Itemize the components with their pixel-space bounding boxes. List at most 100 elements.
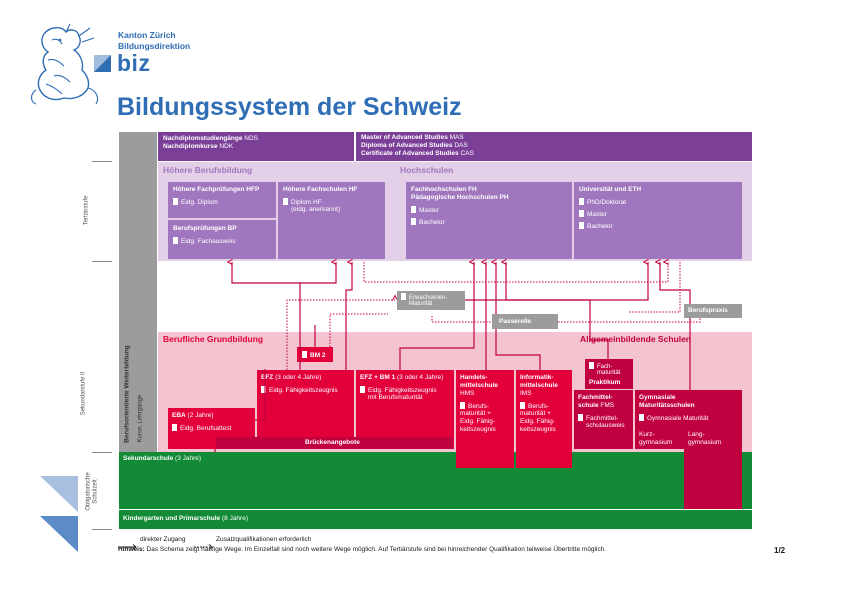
sek1-name: Sekundarschule xyxy=(123,455,174,462)
certificate-icon xyxy=(360,386,365,393)
hbb-section-title: Höhere Berufsbildung xyxy=(163,165,253,175)
legend-extra: Zusatzqualifikationen erforderlich xyxy=(216,536,312,543)
certificate-icon xyxy=(589,362,594,369)
uni-title: Universität und ETH xyxy=(579,186,642,193)
mas-abbr: MAS xyxy=(449,134,464,141)
das-row: Diploma of Advanced Studies DAS xyxy=(361,142,468,149)
gym-cert-text: Gymnasiale Maturität xyxy=(647,415,709,422)
line-efz-hf xyxy=(300,262,336,284)
arrow-right-icon xyxy=(118,544,137,550)
certificate-icon xyxy=(411,206,416,213)
lion-icon xyxy=(30,23,99,105)
hf-box xyxy=(278,182,385,259)
efz-cert: Eidg. Fähigkeitszeugnis xyxy=(261,386,338,394)
eba-title: EBA (2 Jahre) xyxy=(172,412,214,419)
fh-box xyxy=(406,182,572,259)
hfp-title: Höhere Fachprüfungen HFP xyxy=(173,186,260,193)
bg-section-title: Berufliche Grundbildung xyxy=(163,334,264,344)
certificate-icon xyxy=(411,218,416,225)
fh-cert2-text: Bachelor xyxy=(419,219,445,226)
efz-bm-name: EFZ + BM 1 xyxy=(360,374,396,381)
efz-cert-text: Eidg. Fähigkeitszeugnis xyxy=(269,387,338,394)
hf-title: Höhere Fachschulen HF xyxy=(283,186,358,193)
hms-title2: mittelschule xyxy=(460,382,498,389)
ims-abbr: IMS xyxy=(520,390,532,397)
cas-label: Certificate of Advanced Studies xyxy=(361,150,459,157)
ab-section-title: Allgemeinbildende Schulen xyxy=(580,334,691,344)
fms-cert1: Fachmittel- xyxy=(578,414,618,422)
sek1-bar xyxy=(119,452,752,509)
erw-line2: Maturität xyxy=(409,301,433,307)
hf-cert2: (eidg. anerkannt) xyxy=(291,206,341,213)
certificate-icon xyxy=(172,424,177,431)
ims-cert1-text: Berufs- xyxy=(528,403,549,410)
hms-abbr: HMS xyxy=(460,390,475,397)
bm2-text: BM 2 xyxy=(310,352,326,359)
hms-cert3: Eidg. Fähig- xyxy=(460,418,496,425)
eba-cert-text: Eidg. Berufsattest xyxy=(180,425,232,432)
primar-name: Kindergarten und Primarschule xyxy=(123,515,221,522)
line-efz-hbb xyxy=(232,262,301,370)
hf-cert: Diplom HF xyxy=(283,198,322,206)
axis-tick-1 xyxy=(92,261,112,262)
org-name-line1: Kanton Zürich xyxy=(118,30,176,40)
legend-solid-arrow xyxy=(118,537,138,550)
ims-cert1: Berufs- xyxy=(520,402,549,410)
efz-name: EFZ xyxy=(261,374,274,381)
footer-note: Hinweis: Das Schema zeigt häufige Wege. … xyxy=(118,546,606,553)
bruecke-box xyxy=(216,437,453,449)
fh-cert1-text: Master xyxy=(419,207,439,214)
hms-title1: Handels- xyxy=(460,374,488,381)
biz-logo-mark xyxy=(94,55,111,72)
hfp-cert: Eidg. Diplom xyxy=(173,198,218,206)
hf-cert-text: Diplom HF xyxy=(291,199,322,206)
uni-box xyxy=(574,182,742,259)
fms-box xyxy=(574,390,633,449)
gym-kurz1: Kurz- xyxy=(639,431,655,438)
fm-line1: Fach- xyxy=(589,362,612,371)
ndk-row: Nachdiplomkurse NDK xyxy=(163,143,233,150)
uni-cert3-text: Bachelor xyxy=(587,223,613,230)
zurich-lion-logo xyxy=(24,20,109,108)
das-abbr: DAS xyxy=(454,142,468,149)
hms-cert2: maturität + xyxy=(460,410,491,417)
gym-box-lower xyxy=(684,449,742,509)
uni-cert3: Bachelor xyxy=(579,222,613,230)
bm2-label: BM 2 xyxy=(302,351,326,359)
certificate-icon xyxy=(302,351,307,358)
ims-cert3: Eidg. Fähig- xyxy=(520,418,556,425)
efz-bm-cert: Eidg. Fähigkeitszeugnis xyxy=(360,386,437,394)
eba-cert: Eidg. Berufsattest xyxy=(172,424,231,432)
certificate-icon xyxy=(401,293,406,300)
gym-kurz2: gymnasium xyxy=(639,439,673,446)
gym-lang2: gymnasium xyxy=(688,439,722,446)
efz-bm-duration: (3 oder 4 Jahre) xyxy=(397,374,444,381)
dotted-line-3 xyxy=(628,262,681,313)
efz-bm-cert-text: Eidg. Fähigkeitszeugnis xyxy=(368,387,437,394)
uni-cert1: PhD/Doktorat xyxy=(579,198,626,206)
ims-box xyxy=(516,370,572,468)
certificate-icon xyxy=(579,198,584,205)
axis-tick-2 xyxy=(92,452,112,453)
fh-cert1: Master xyxy=(411,206,439,214)
gym-cert: Gymnasiale Maturität xyxy=(639,414,708,422)
dotted-line-1 xyxy=(286,300,395,370)
berufspraxis-label: Berufspraxis xyxy=(688,307,728,314)
sek1-duration: (3 Jahre) xyxy=(175,455,202,462)
legend-direct: direkter Zugang xyxy=(140,536,186,543)
primar-bar xyxy=(119,510,752,529)
bp-cert: Eidg. Fachausweis xyxy=(173,237,236,245)
line-efzbm-fh xyxy=(399,262,474,370)
gym-box-upper xyxy=(635,390,742,449)
erwachsenen-maturitaet-box xyxy=(397,291,465,310)
primar-duration: (8 Jahre) xyxy=(221,515,248,522)
fms-title1: Fachmittel- xyxy=(578,394,613,401)
bp-cert-text: Eidg. Fachausweis xyxy=(181,238,236,245)
line-gym-uni xyxy=(660,262,691,390)
certificate-icon xyxy=(283,198,288,205)
berufspraxis-box xyxy=(684,304,742,318)
fms-cert2: schulausweis xyxy=(586,422,625,429)
ims-title1: Informatik- xyxy=(520,374,554,381)
fh-title: Fachhochschulen FH xyxy=(411,186,477,193)
sek1-label: Sekundarschule (3 Jahre) xyxy=(123,455,201,462)
